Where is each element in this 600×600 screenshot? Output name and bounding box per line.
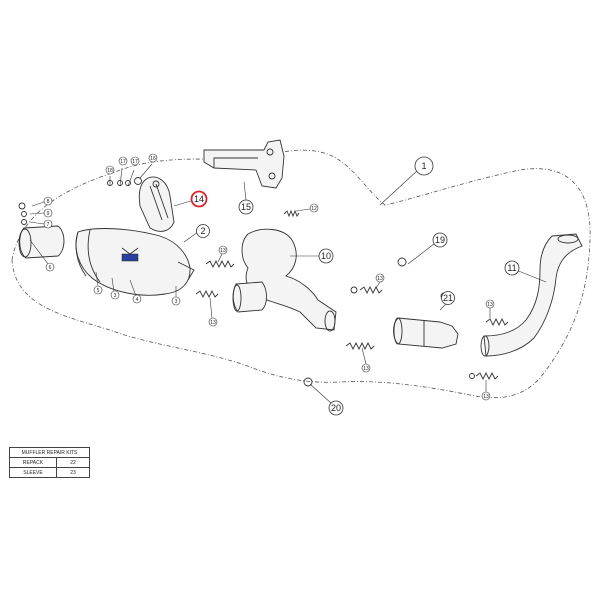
callout-4: 4 [132,294,142,304]
callout-13f: 13 [481,391,491,401]
callout-6: 6 [45,262,55,272]
link-pipe-11 [480,233,583,357]
repair-kit-name: SLEEVE [9,467,57,478]
repair-kit-name: REPACK [9,457,57,468]
table-row: SLEEVE 23 [9,467,90,478]
callout-label: 13 [377,276,383,282]
callout-2: 2 [196,224,210,238]
muffler-part [75,228,195,296]
callout-15: 15 [238,199,254,215]
callout-13a: 13 [218,245,228,255]
callout-label: 21 [443,293,453,303]
callout-label: 19 [435,235,445,245]
callout-label: 12 [311,206,317,212]
table-row: REPACK 22 [9,457,90,468]
callout-label: 15 [241,202,251,212]
callout-13e: 13 [485,299,495,309]
callout-7: 7 [43,219,53,229]
callout-17: 17 [118,156,128,166]
callout-label: 16 [150,156,156,162]
callout-8: 8 [43,196,53,206]
callout-label: 13 [220,248,226,254]
spring-parts [195,209,509,381]
callout-13c: 13 [375,273,385,283]
callout-label: 13 [483,394,489,400]
repair-table-header: MUFFLER REPAIR KITS [9,447,90,458]
end-cap-part [18,225,65,259]
callout-16: 16 [148,153,158,163]
callout-20: 20 [328,400,344,416]
callout-label: 9 [47,211,50,217]
leader-lines [29,163,547,405]
callout-label: 13 [363,366,369,372]
callout-label: 1 [421,161,426,171]
callout-label: 4 [136,297,139,303]
callout-21: 21 [441,291,455,305]
short-pipe-21 [393,317,459,349]
bracket-part-15 [203,139,285,189]
callout-label: 14 [194,194,204,204]
callout-5: 5 [93,285,103,295]
small-fittings [18,177,475,387]
callout-17b: 17 [130,156,140,166]
callout-label: 2 [200,226,205,236]
callout-label: 10 [321,251,331,261]
callout-label: 8 [47,199,50,205]
callout-label: 17 [132,159,138,165]
callout-3b: 3 [171,296,181,306]
callout-label: 11 [507,263,516,273]
callout-label: 5 [97,288,100,294]
header-pipe-10 [232,228,337,332]
bracket-part-14 [138,176,175,232]
callout-18: 18 [105,165,115,175]
muffler-logo-badge [121,253,139,262]
callout-14-highlighted: 14 [190,190,208,208]
callout-13d: 13 [361,363,371,373]
muffler-repair-kits-table: MUFFLER REPAIR KITS REPACK 22 SLEEVE 23 [9,447,90,478]
callout-label: 3 [114,293,117,299]
callout-19: 19 [432,232,448,248]
callout-3: 3 [110,290,120,300]
callout-9: 9 [43,208,53,218]
callout-1: 1 [414,156,434,176]
callout-label: 3 [175,299,178,305]
callout-label: 6 [49,265,52,271]
callout-10: 10 [318,248,334,264]
callout-label: 7 [47,222,50,228]
callout-label: 13 [487,302,493,308]
callout-13b: 13 [208,317,218,327]
callout-12: 12 [309,203,319,213]
repair-kit-code: 22 [56,457,90,468]
callout-label: 18 [107,168,113,174]
callout-label: 13 [210,320,216,326]
callout-label: 17 [120,159,126,165]
callout-label: 20 [331,403,341,413]
callout-11: 11 [504,260,520,276]
repair-kit-code: 23 [56,467,90,478]
